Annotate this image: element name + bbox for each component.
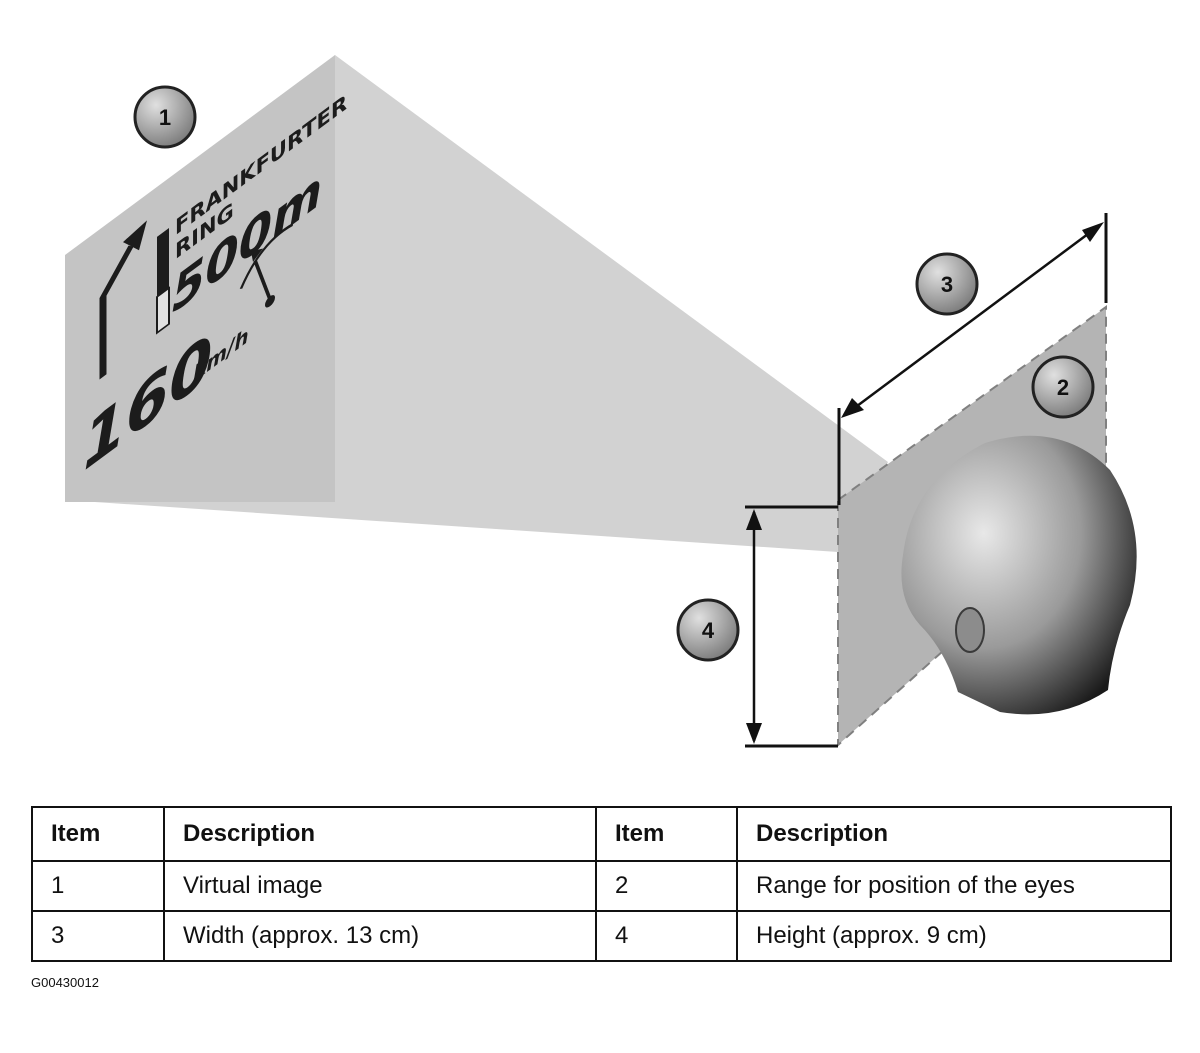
svg-text:4: 4 bbox=[702, 618, 715, 643]
figure-id: G00430012 bbox=[31, 975, 99, 990]
virtual-image-panel bbox=[65, 55, 335, 502]
table-cell: Virtual image bbox=[163, 860, 597, 912]
header-description: Description bbox=[163, 806, 597, 862]
callout-1: 1 bbox=[133, 85, 197, 149]
table-row: 1 Virtual image 2 Range for position of … bbox=[31, 860, 1172, 912]
head-icon bbox=[901, 435, 1137, 715]
header-description: Description bbox=[736, 806, 1172, 862]
distance-bar-remaining bbox=[156, 286, 170, 335]
callout-2: 2 bbox=[1031, 355, 1095, 419]
legend-table: Item Description Item Description 1 Virt… bbox=[31, 806, 1172, 962]
speedometer-needle-icon bbox=[239, 222, 294, 308]
distance-bar bbox=[157, 228, 169, 297]
table-row: 3 Width (approx. 13 cm) 4 Height (approx… bbox=[31, 910, 1172, 962]
width-dimension bbox=[837, 213, 1108, 505]
table-cell: 4 bbox=[595, 910, 738, 962]
table-cell: 1 bbox=[31, 860, 165, 912]
table-cell: Height (approx. 9 cm) bbox=[736, 910, 1172, 962]
legend-header-row: Item Description Item Description bbox=[31, 806, 1172, 862]
svg-text:2: 2 bbox=[1057, 375, 1069, 400]
table-cell: 3 bbox=[31, 910, 165, 962]
table-cell: Width (approx. 13 cm) bbox=[163, 910, 597, 962]
table-cell: 2 bbox=[595, 860, 738, 912]
svg-text:1: 1 bbox=[159, 105, 171, 130]
table-cell: Range for position of the eyes bbox=[736, 860, 1172, 912]
up-right-arrow-icon bbox=[99, 220, 147, 380]
header-item: Item bbox=[595, 806, 738, 862]
hud-diagram: FRANKFURTER RING 500m 160 km/h bbox=[65, 55, 1137, 748]
header-item: Item bbox=[31, 806, 165, 862]
svg-text:3: 3 bbox=[941, 272, 953, 297]
callout-3: 3 bbox=[915, 252, 979, 316]
callout-4: 4 bbox=[676, 598, 740, 662]
height-dimension bbox=[745, 505, 838, 748]
